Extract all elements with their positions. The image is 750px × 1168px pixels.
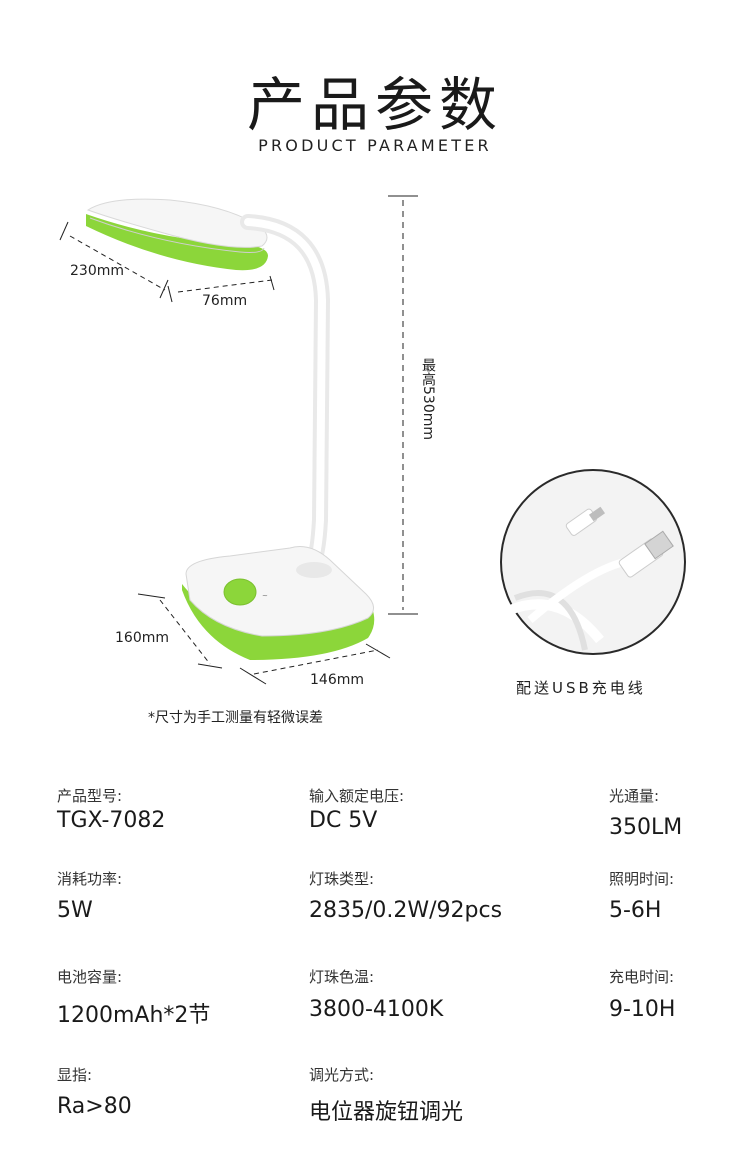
spec-label-cri: 显指: [57, 1066, 93, 1084]
spec-label-voltage: 输入额定电压: [309, 787, 405, 805]
spec-value-model: TGX-7082 [57, 808, 166, 833]
usb-cable-caption: 配送USB充电线 [516, 679, 646, 697]
spec-label-model: 产品型号: [57, 787, 123, 805]
base-width-label: 146mm [310, 672, 364, 688]
spec-value-lighting-time: 5-6H [609, 898, 662, 923]
head-width-label: 76mm [202, 293, 248, 309]
dimmer-knob [223, 578, 257, 606]
max-height-label: 最高530mm [420, 358, 436, 440]
spec-value-led-type: 2835/0.2W/92pcs [309, 898, 503, 923]
spec-label-battery: 电池容量: [57, 968, 123, 986]
head-length-label: 230mm [70, 263, 124, 279]
spec-value-voltage: DC 5V [309, 808, 378, 833]
spec-value-cri: Ra>80 [57, 1094, 132, 1119]
page-subtitle: PRODUCT PARAMETER [258, 136, 492, 155]
spec-label-color-temp: 灯珠色温: [309, 968, 375, 986]
spec-label-led-type: 灯珠类型: [309, 870, 375, 888]
spec-value-charge-time: 9-10H [609, 997, 676, 1022]
spec-value-luminous-flux: 350LM [609, 815, 683, 840]
lamp-base: ~ [182, 546, 375, 660]
spec-label-charge-time: 充电时间: [609, 968, 675, 986]
usb-cable-image [500, 469, 686, 655]
dimension-lines [59, 195, 418, 685]
lamp-head [86, 198, 268, 271]
measurement-note: *尺寸为手工测量有轻微误差 [148, 710, 323, 726]
svg-text:~: ~ [262, 592, 268, 600]
product-illustration: ~ [59, 195, 686, 685]
spec-value-dimming: 电位器旋钮调光 [309, 1100, 464, 1125]
spec-label-power: 消耗功率: [57, 870, 123, 888]
page-title: 产品参数 [246, 71, 503, 139]
spec-label-luminous-flux: 光通量: [609, 787, 660, 805]
base-depth-label: 160mm [115, 630, 169, 646]
spec-label-dimming: 调光方式: [309, 1066, 375, 1084]
spec-value-power: 5W [57, 898, 93, 923]
spec-value-battery: 1200mAh*2节 [57, 1003, 211, 1028]
spec-label-lighting-time: 照明时间: [609, 870, 675, 888]
spec-value-color-temp: 3800-4100K [309, 997, 444, 1022]
lamp-neck [240, 214, 331, 574]
